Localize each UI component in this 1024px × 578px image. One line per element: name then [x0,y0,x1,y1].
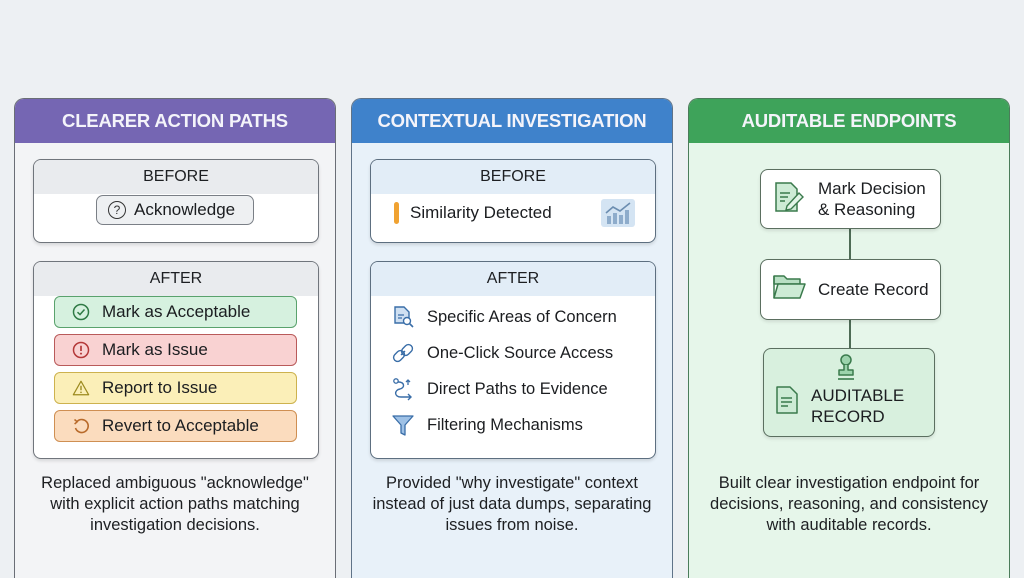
action-label: Mark as Acceptable [102,302,251,321]
feature-item: Specific Areas of Concern [391,305,617,329]
exclamation-circle-icon [72,341,90,359]
folder-icon [772,272,806,307]
connector-line [849,319,851,349]
step-label-line1: AUDITABLE [811,386,905,405]
undo-icon [72,417,90,435]
similarity-label: Similarity Detected [410,203,552,222]
after-label: AFTER [34,262,318,296]
step-mark-decision: Mark Decision & Reasoning [760,169,941,229]
panel-contextual-investigation: CONTEXTUAL INVESTIGATION BEFORE Similari… [351,98,673,578]
stamp-icon [835,353,857,388]
similarity-detected-item: Similarity Detected [394,196,635,230]
chart-icon [601,199,635,227]
before-label: BEFORE [371,160,655,194]
panel-title: CLEARER ACTION PATHS [15,99,335,143]
after-label: AFTER [371,262,655,296]
feature-label: One-Click Source Access [427,343,614,362]
document-search-icon [391,305,415,329]
panel-title: CONTEXTUAL INVESTIGATION [352,99,672,143]
feature-item: One-Click Source Access [391,341,613,365]
panel-description: Built clear investigation endpoint for d… [710,474,988,534]
feature-label: Filtering Mechanisms [427,415,583,434]
revert-acceptable-button[interactable]: Revert to Acceptable [54,410,297,442]
mark-issue-button[interactable]: Mark as Issue [54,334,297,366]
route-icon [391,377,415,401]
before-box: BEFORE ? Acknowledge [33,159,319,243]
step-label-line2: & Reasoning [818,200,916,219]
report-issue-button[interactable]: Report to Issue [54,372,297,404]
before-label: BEFORE [34,160,318,194]
step-label: Create Record [818,279,929,299]
feature-label: Specific Areas of Concern [427,307,617,326]
feature-item: Direct Paths to Evidence [391,377,608,401]
filter-icon [391,413,415,437]
before-box: BEFORE Similarity Detected [370,159,656,243]
step-auditable-record: AUDITABLE RECORD [763,348,935,437]
step-label-line2: RECORD [811,407,885,426]
panel-auditable-endpoints: AUDITABLE ENDPOINTS Mark Decision & Reas… [688,98,1010,578]
feature-label: Direct Paths to Evidence [427,379,608,398]
action-label: Report to Issue [102,378,218,397]
action-label: Revert to Acceptable [102,416,259,435]
acknowledge-label: Acknowledge [134,200,236,219]
step-label-line1: Mark Decision [818,179,926,198]
check-circle-icon [72,303,90,321]
document-stamp-icon [775,385,799,420]
question-circle-icon: ? [108,201,126,219]
step-label: Mark Decision & Reasoning [818,178,926,220]
step-create-record: Create Record [760,259,941,320]
panel-description: Provided "why investigate" context inste… [372,474,652,534]
step-label: AUDITABLE RECORD [811,385,904,427]
panel-title: AUDITABLE ENDPOINTS [689,99,1009,143]
mark-acceptable-button[interactable]: Mark as Acceptable [54,296,297,328]
warning-triangle-icon [72,379,90,397]
after-box: AFTER Mark as Acceptable Mark as Issue R… [33,261,319,459]
after-box: AFTER Specific Areas of Concern One-Clic… [370,261,656,459]
panel-description: Replaced ambiguous "acknowledge" with ex… [41,474,309,534]
connector-line [849,228,851,260]
action-label: Mark as Issue [102,340,208,359]
panel-clearer-action-paths: CLEARER ACTION PATHS BEFORE ? Acknowledg… [14,98,336,578]
feature-item: Filtering Mechanisms [391,413,583,437]
status-indicator [394,202,399,224]
document-edit-icon [772,180,806,219]
link-icon [391,341,415,365]
acknowledge-button[interactable]: ? Acknowledge [96,195,254,225]
